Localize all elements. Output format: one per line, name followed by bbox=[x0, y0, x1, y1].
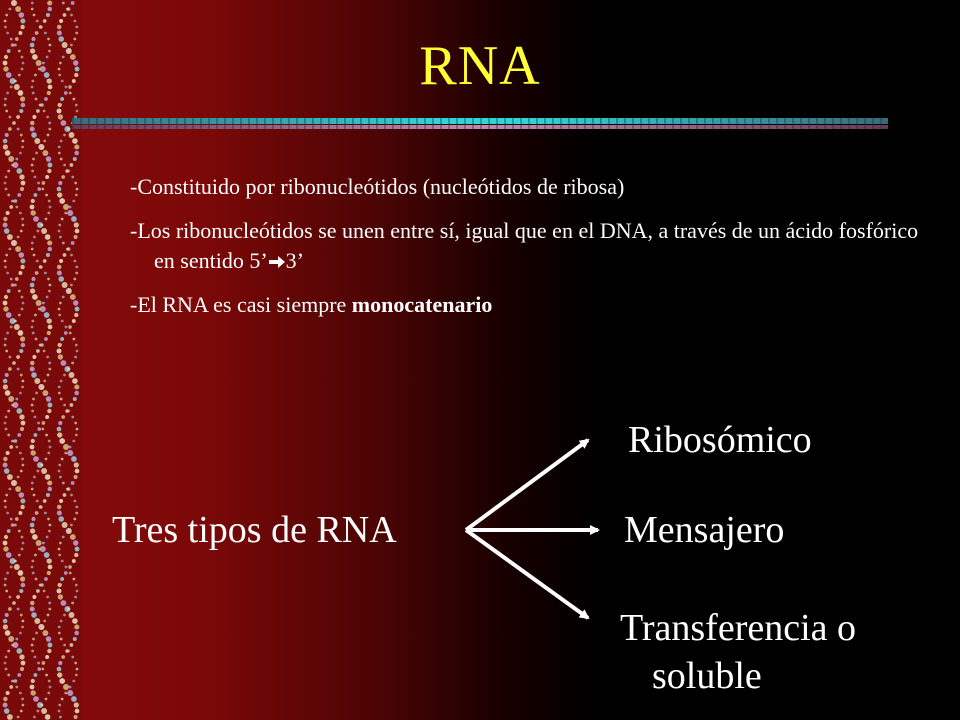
bullet-item-3: -El RNA es casi siempre monocatenario bbox=[130, 290, 930, 320]
arrow-to-transfer bbox=[464, 528, 590, 620]
rna-type-transfer: Transferencia o bbox=[620, 607, 857, 649]
rna-type-transfer-line2: soluble bbox=[652, 655, 762, 697]
rna-types-source-label: Tres tipos de RNA bbox=[112, 509, 397, 551]
bullet-text: -Los ribonucleótidos se unen entre sí, i… bbox=[130, 218, 919, 273]
title-underline-divider bbox=[72, 118, 888, 129]
rna-type-ribosomal: Ribosómico bbox=[628, 419, 812, 461]
arrow-to-ribosomal bbox=[464, 438, 590, 532]
bullet-text-after: 3’ bbox=[285, 248, 304, 273]
right-arrow-icon bbox=[268, 256, 285, 268]
bullet-item-2: -Los ribonucleótidos se unen entre sí, i… bbox=[130, 216, 930, 276]
bullet-text: -Constituido por ribonucleótidos (nucleó… bbox=[130, 174, 625, 199]
dna-border-decoration bbox=[0, 0, 82, 720]
rna-type-messenger: Mensajero bbox=[624, 509, 785, 551]
bullet-list: -Constituido por ribonucleótidos (nucleó… bbox=[130, 172, 930, 334]
bullet-item-1: -Constituido por ribonucleótidos (nucleó… bbox=[130, 172, 930, 202]
bullet-text: -El RNA es casi siempre bbox=[130, 292, 352, 317]
page-title: RNA bbox=[419, 35, 541, 97]
bullet-bold-term: monocatenario bbox=[351, 292, 493, 317]
